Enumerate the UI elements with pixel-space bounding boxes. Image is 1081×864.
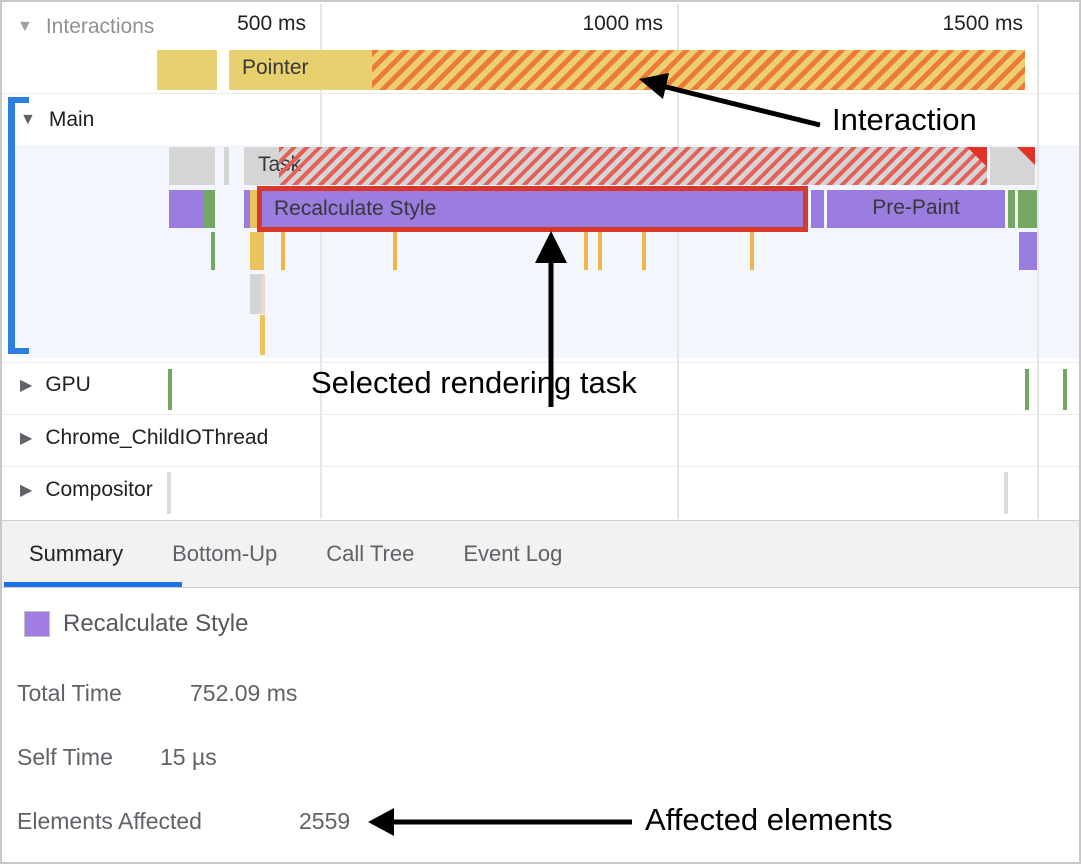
bar-label: Pre-Paint xyxy=(872,196,960,219)
main-track-focus-bracket xyxy=(8,97,15,354)
main-track-focus-bracket-top xyxy=(8,97,29,103)
flame-bar[interactable] xyxy=(1018,190,1037,228)
track-header-gpu[interactable]: ▶ GPU xyxy=(20,373,91,397)
flame-bar[interactable] xyxy=(250,232,264,270)
recalculate-style-bar[interactable]: Recalculate Style xyxy=(257,186,808,232)
ruler-label: 1000 ms xyxy=(582,12,663,35)
flame-bar[interactable] xyxy=(204,190,215,228)
gpu-activity-bar[interactable] xyxy=(168,369,172,410)
annotation-interaction: Interaction xyxy=(832,102,977,137)
long-task-corner-icon xyxy=(1017,147,1035,165)
expand-triangle-icon[interactable]: ▶ xyxy=(20,430,33,447)
flame-bar[interactable] xyxy=(261,274,265,314)
track-label: Chrome_ChildIOThread xyxy=(45,426,269,449)
flame-tick[interactable] xyxy=(260,315,265,355)
collapse-triangle-icon[interactable]: ▼ xyxy=(17,18,33,35)
long-task-corner-icon xyxy=(967,147,987,167)
ruler-label: 500 ms xyxy=(237,12,306,35)
tab-event-log[interactable]: Event Log xyxy=(463,541,563,566)
self-time-label: Self Time xyxy=(17,744,113,770)
main-track-focus-bracket-bottom xyxy=(8,348,29,354)
track-divider xyxy=(2,93,1079,94)
flame-bar[interactable] xyxy=(250,274,261,314)
elements-affected-value: 2559 xyxy=(299,808,351,834)
summary-row-elements-affected: Elements Affected 2559 xyxy=(2,808,502,840)
red-hatch-overlay xyxy=(279,147,987,185)
ruler-label: 1500 ms xyxy=(942,12,1023,35)
track-label: Interactions xyxy=(45,15,155,38)
bar-label: Recalculate Style xyxy=(274,197,437,220)
elements-affected-label: Elements Affected xyxy=(17,808,202,834)
collapse-triangle-icon[interactable]: ▼ xyxy=(20,111,36,128)
summary-row-self-time: Self Time 15 µs xyxy=(2,744,502,776)
track-divider xyxy=(2,362,1079,363)
track-label: Main xyxy=(48,108,95,131)
flame-tick[interactable] xyxy=(393,232,397,270)
pre-paint-bar[interactable]: Pre-Paint xyxy=(827,190,1005,228)
flame-bar[interactable] xyxy=(224,147,229,185)
event-color-swatch xyxy=(24,611,50,637)
annotation-selected-rendering-task: Selected rendering task xyxy=(311,365,637,400)
flame-tick[interactable] xyxy=(584,232,588,270)
gridline xyxy=(1037,4,1039,519)
track-label: Compositor xyxy=(45,478,153,501)
flame-bar[interactable] xyxy=(1008,190,1015,228)
track-header-compositor[interactable]: ▶ Compositor xyxy=(20,478,153,502)
gpu-activity-bar[interactable] xyxy=(1025,369,1029,410)
flame-bar[interactable] xyxy=(169,147,215,185)
flame-bar[interactable] xyxy=(211,232,215,270)
track-header-interactions[interactable]: ▼ Interactions xyxy=(17,15,154,39)
annotation-affected-elements: Affected elements xyxy=(645,802,893,837)
track-divider xyxy=(2,466,1079,467)
expand-triangle-icon[interactable]: ▶ xyxy=(20,482,33,499)
flame-tick[interactable] xyxy=(281,232,285,270)
gridline xyxy=(320,4,322,519)
flame-tick[interactable] xyxy=(750,232,754,270)
flame-bar[interactable] xyxy=(169,190,204,228)
pointer-interaction-extension[interactable] xyxy=(372,50,1025,90)
total-time-label: Total Time xyxy=(17,680,122,706)
summary-header: Recalculate Style xyxy=(24,610,248,638)
track-header-chrome-childiothread[interactable]: ▶ Chrome_ChildIOThread xyxy=(20,426,268,450)
track-divider xyxy=(2,414,1079,415)
track-header-main[interactable]: ▼ Main xyxy=(20,108,94,132)
interaction-arrow-line xyxy=(661,83,821,128)
task-bar-trailing[interactable] xyxy=(990,147,1035,185)
interaction-bar[interactable] xyxy=(157,50,217,90)
flame-bar[interactable] xyxy=(250,190,257,228)
flame-bar[interactable] xyxy=(244,190,250,228)
tab-bottom-up[interactable]: Bottom-Up xyxy=(172,541,278,566)
detail-tabbar: Summary Bottom-Up Call Tree Event Log xyxy=(2,520,1079,588)
summary-event-title: Recalculate Style xyxy=(63,610,249,637)
tab-summary[interactable]: Summary xyxy=(29,541,124,566)
self-time-value: 15 µs xyxy=(160,744,217,770)
tab-call-tree[interactable]: Call Tree xyxy=(326,541,415,566)
expand-triangle-icon[interactable]: ▶ xyxy=(20,377,33,394)
selected-tab-underline xyxy=(4,582,182,587)
flame-tick[interactable] xyxy=(598,232,602,270)
track-label: GPU xyxy=(45,373,91,396)
bar-label: Pointer xyxy=(242,56,309,79)
summary-row-total-time: Total Time 752.09 ms xyxy=(2,680,502,712)
pointer-interaction-bar[interactable]: Pointer xyxy=(229,50,372,90)
compositor-activity-bar[interactable] xyxy=(167,472,171,514)
gridline xyxy=(677,4,679,519)
flame-bar[interactable] xyxy=(811,190,824,228)
flame-tick[interactable] xyxy=(642,232,646,270)
task-bar[interactable]: Task xyxy=(244,147,987,185)
compositor-activity-bar[interactable] xyxy=(1004,472,1008,514)
total-time-value: 752.09 ms xyxy=(190,680,298,706)
gpu-activity-bar[interactable] xyxy=(1063,369,1067,410)
flame-bar[interactable] xyxy=(1019,232,1037,270)
